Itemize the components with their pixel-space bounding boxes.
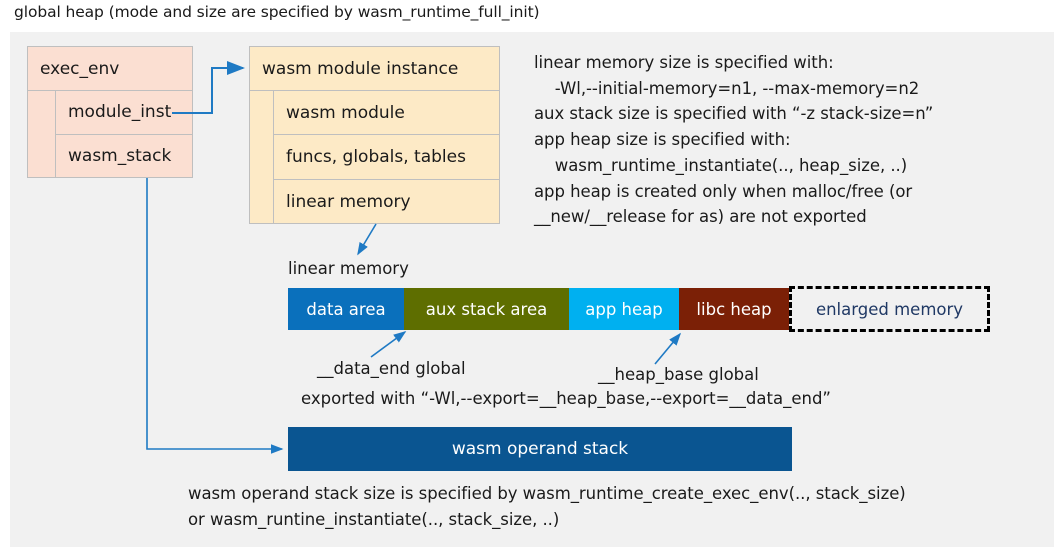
- wasm-module-instance-gutter: [250, 91, 274, 224]
- field-funcs-globals-tables[interactable]: funcs, globals, tables: [274, 135, 499, 180]
- memory-segment-libc-heap[interactable]: libc heap: [679, 288, 789, 330]
- wasm-module-instance-body: wasm module funcs, globals, tables linea…: [250, 91, 499, 224]
- exec-env-gutter: [28, 91, 56, 178]
- annotation-heap-base: __heap_base global: [598, 365, 759, 384]
- exec-env-title: exec_env: [28, 47, 192, 91]
- page-title: global heap (mode and size are specified…: [14, 3, 540, 21]
- wasm-operand-stack-box[interactable]: wasm operand stack: [288, 427, 792, 471]
- memory-segment-data-area[interactable]: data area: [288, 288, 404, 330]
- memory-segment-app-heap[interactable]: app heap: [569, 288, 679, 330]
- annotation-data-end: __data_end global: [317, 359, 466, 378]
- annotation-exported-with: exported with “-Wl,--export=__heap_base,…: [301, 389, 831, 408]
- wasm-module-instance-title: wasm module instance: [250, 47, 499, 91]
- field-wasm-module[interactable]: wasm module: [274, 91, 499, 136]
- exec-env-body: module_inst wasm_stack: [28, 91, 192, 178]
- memory-segment-aux-stack-area[interactable]: aux stack area: [404, 288, 569, 330]
- exec-env-field-module-inst[interactable]: module_inst: [56, 91, 192, 135]
- exec-env-fields: module_inst wasm_stack: [56, 91, 192, 178]
- linear-memory-info-text: linear memory size is specified with: -W…: [534, 53, 934, 227]
- linear-memory-label: linear memory: [288, 259, 409, 278]
- wasm-module-instance-fields: wasm module funcs, globals, tables linea…: [274, 91, 499, 224]
- exec-env-field-wasm-stack[interactable]: wasm_stack: [68, 146, 172, 167]
- exec-env-box[interactable]: exec_env module_inst wasm_stack: [27, 46, 193, 178]
- memory-segment-enlarged-memory[interactable]: enlarged memory: [789, 286, 990, 332]
- wasm-module-instance-box[interactable]: wasm module instance wasm module funcs, …: [249, 46, 500, 224]
- field-linear-memory[interactable]: linear memory: [286, 191, 411, 212]
- operand-stack-note: wasm operand stack size is specified by …: [188, 484, 906, 529]
